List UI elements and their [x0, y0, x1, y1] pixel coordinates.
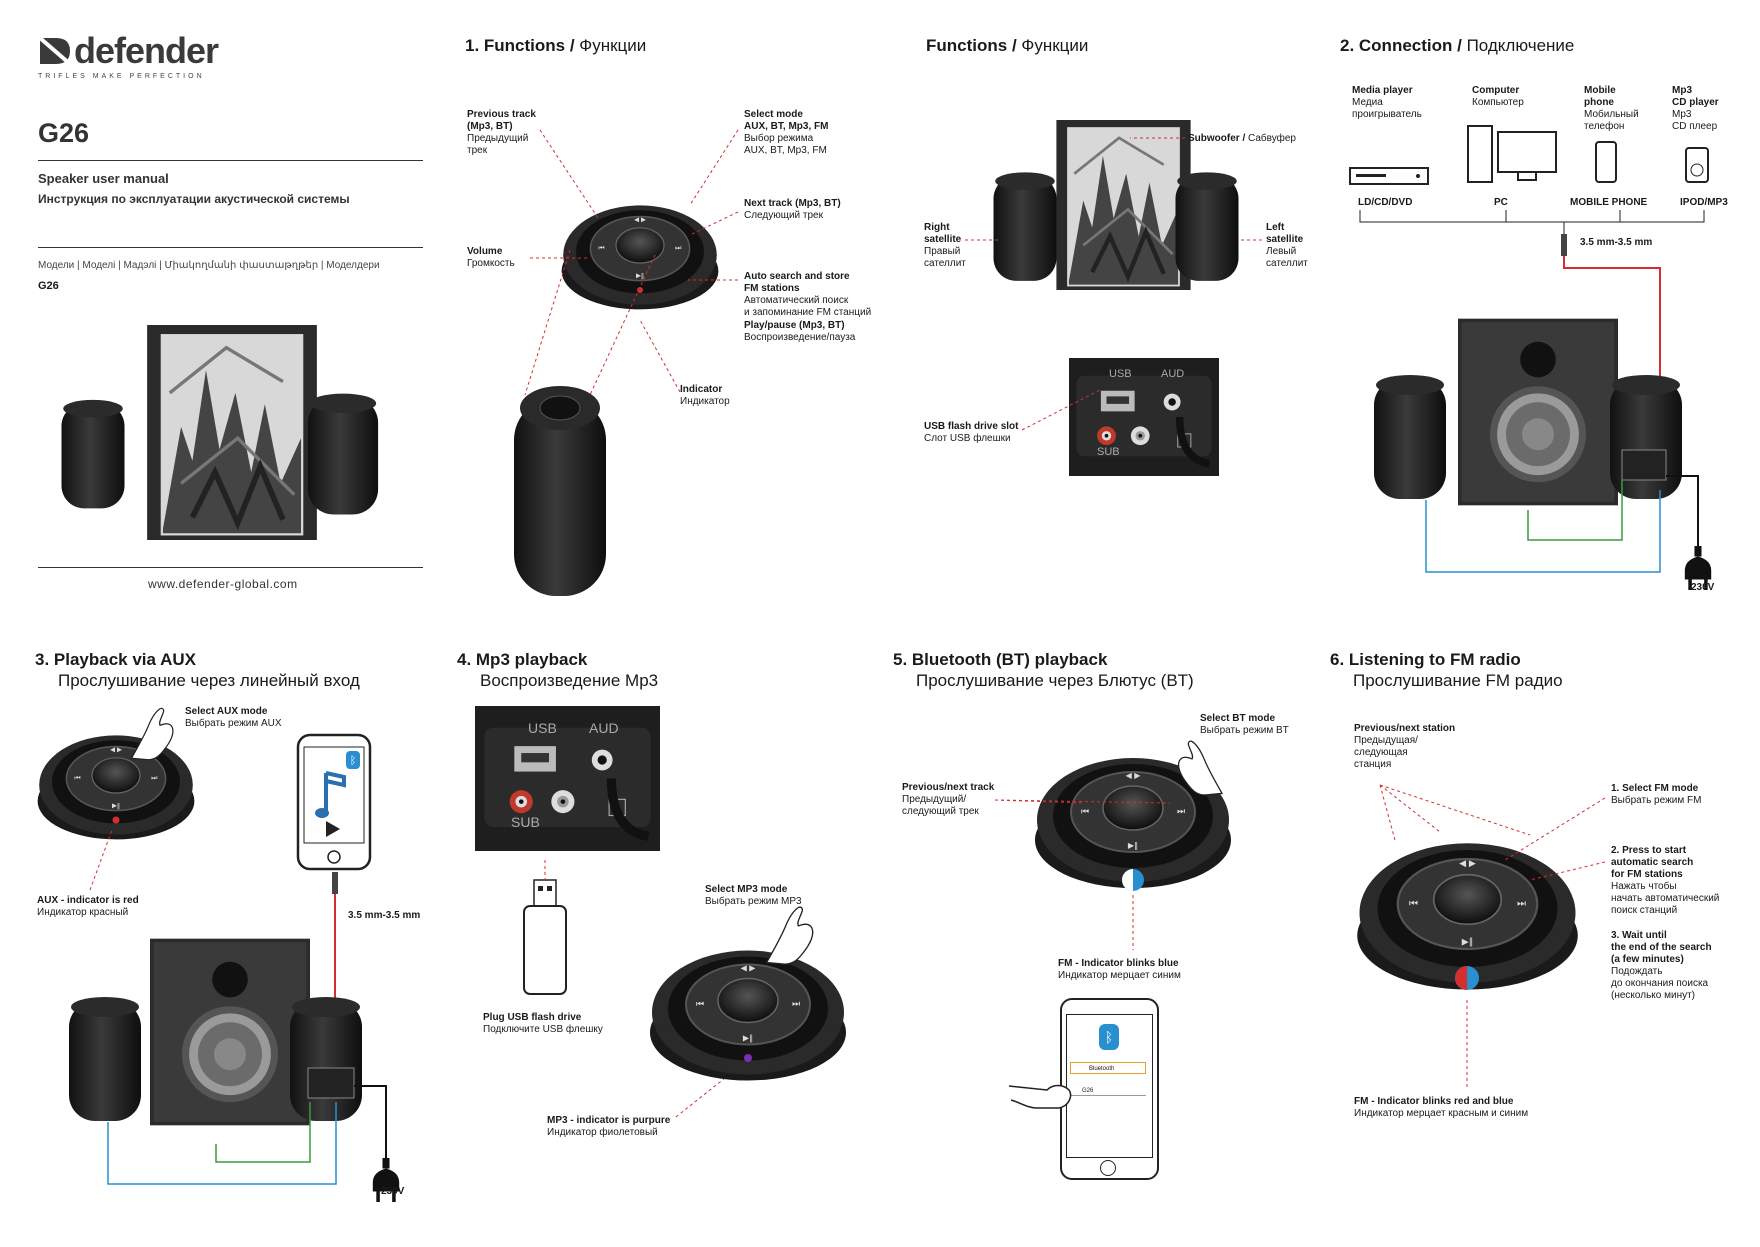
defender-logo-icon: [38, 36, 72, 66]
connection-title: 2. Connection / Подключение: [1340, 36, 1575, 55]
satellite-image: [514, 386, 606, 596]
cable-label: 3.5 mm-3.5 mm: [1580, 237, 1653, 248]
bt-settings-row[interactable]: Bluetooth: [1070, 1062, 1146, 1074]
phone-image: ᛒ: [296, 733, 372, 871]
mp3-panel-usb-label: USB: [528, 720, 557, 736]
brand-name: defender: [74, 30, 219, 71]
functions2-title: Functions / Функции: [926, 36, 1089, 55]
label-fm-step3: 3. Wait until the end of the search (a f…: [1611, 930, 1712, 1001]
aux-voltage-label: 230V: [381, 1186, 405, 1197]
aux-title: 3. Playback via AUX: [35, 650, 196, 669]
model-title: G26: [38, 118, 90, 148]
model-small: G26: [38, 280, 59, 292]
bt-subtitle: Прослушивание через Блютус (BT): [916, 671, 1194, 690]
divider: [38, 567, 423, 568]
usb-flash-drive-image: [523, 879, 567, 995]
models-line: Модели | Моделі | Мадэлі | Միակողմանի փա…: [38, 260, 380, 271]
label-prev-track: Previous track (Mp3, BT)Предыдущий трек: [467, 109, 536, 156]
aux-connection-diagram: [69, 872, 400, 1202]
mp3-knob-image: [648, 949, 848, 1082]
bt-title: 5. Bluetooth (BT) playback: [893, 650, 1108, 669]
label-subwoofer: Subwoofer / Сабвуфер: [1188, 133, 1296, 144]
aux-cable-label: 3.5 mm-3.5 mm: [348, 910, 421, 921]
svg-text:ᛒ: ᛒ: [350, 754, 357, 767]
tag-ipod-mp3: IPOD/MP3: [1680, 197, 1728, 208]
brand-tagline: TRIFLES MAKE PERFECTION: [38, 73, 205, 80]
connection-diagram: [1359, 210, 1712, 590]
fm-knob-image: [1355, 841, 1580, 991]
bluetooth-icon: ᛒ: [1099, 1024, 1119, 1050]
voltage-label: 230V: [1691, 582, 1715, 593]
panel-usb-label: USB: [1109, 368, 1132, 380]
tag-pc: PC: [1494, 197, 1508, 208]
brand-logo: defender TRIFLES MAKE PERFECTION: [38, 30, 219, 80]
bt-device-row[interactable]: G26: [1070, 1086, 1146, 1096]
divider: [38, 160, 423, 161]
tag-ld-cd-dvd: LD/CD/DVD: [1358, 197, 1413, 208]
functions-title: 1. Functions / Функции: [465, 36, 647, 55]
bt-knob-image: [1033, 756, 1233, 891]
mp3-subtitle: Воспроизведение Mp3: [480, 671, 659, 690]
home-button: [1100, 1160, 1116, 1176]
label-fm-step2: 2. Press to start automatic search for F…: [1611, 845, 1720, 916]
fm-title: 6. Listening to FM radio: [1330, 650, 1521, 669]
website: www.defender-global.com: [148, 577, 298, 591]
mp3-panel-sub-label: SUB: [511, 814, 540, 830]
fm-subtitle: Прослушивание FM радио: [1353, 671, 1563, 690]
manual-title-en: Speaker user manual: [38, 171, 169, 186]
panel-aud-label: AUD: [1161, 368, 1185, 380]
source-devices-image: [1349, 125, 1709, 185]
panel-sub-label: SUB: [1097, 446, 1120, 458]
divider: [38, 247, 423, 248]
control-knob-image: [560, 204, 720, 311]
mp3-title: 4. Mp3 playback: [457, 650, 588, 669]
rear-panel: USB AUD SUB: [1069, 358, 1219, 476]
aux-subtitle: Прослушивание через линейный вход: [58, 671, 360, 690]
tag-mobile-phone: MOBILE PHONE: [1570, 197, 1648, 208]
mp3-panel-aud-label: AUD: [589, 720, 619, 736]
mp3-rear-panel: USB AUD SUB: [475, 706, 660, 851]
aux-knob-image: [36, 734, 196, 841]
label-play-pause: Play/pause (Mp3, BT)Воспроизведение/пауз…: [744, 320, 856, 343]
manual-title-ru: Инструкция по эксплуатации акустической …: [38, 192, 350, 206]
label-next-track: Next track (Mp3, BT)Следующий трек: [744, 198, 841, 221]
hand-pointer-icon: [1008, 1084, 1072, 1109]
